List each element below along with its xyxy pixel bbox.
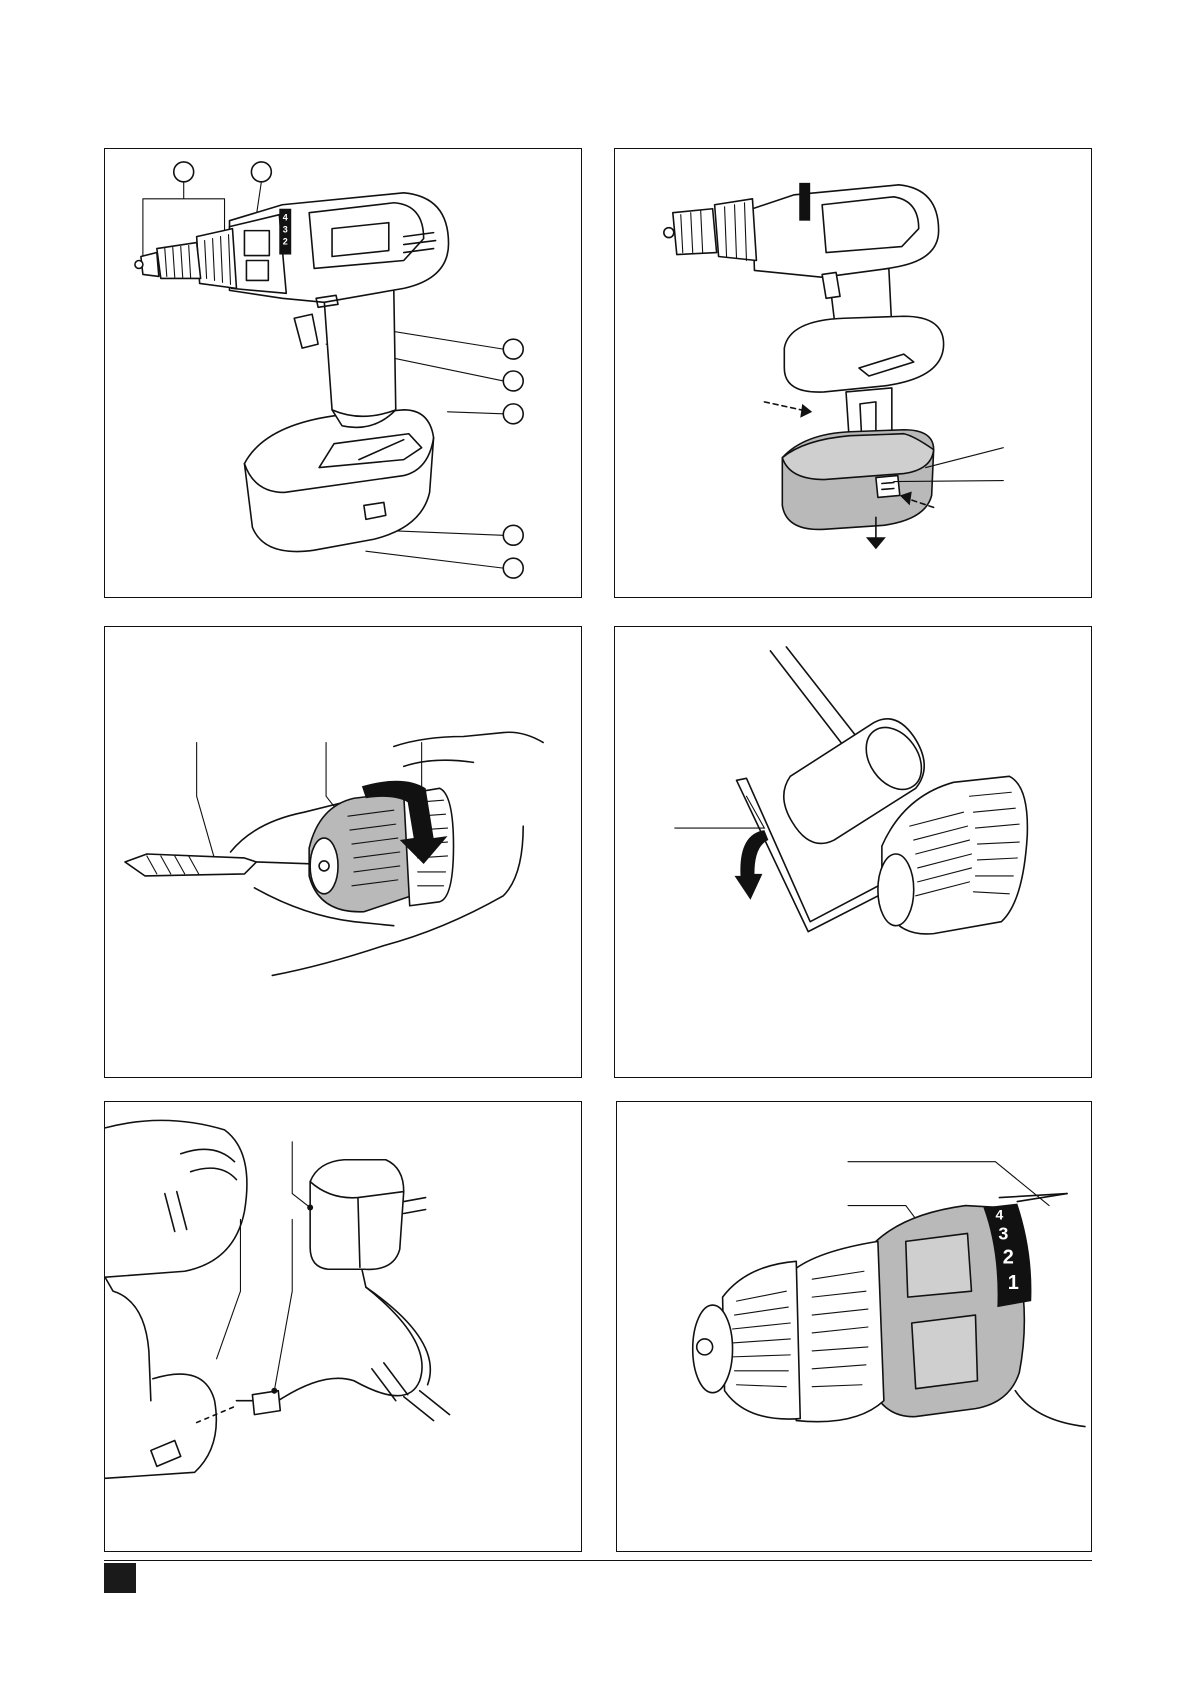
figure-panel-charger xyxy=(104,1101,582,1552)
dial-label: 2 xyxy=(1003,1246,1014,1268)
hex-key-illustration xyxy=(615,627,1091,1077)
callout-circle xyxy=(503,404,523,424)
figure-panel-drill-overview: 4 3 2 xyxy=(104,148,582,598)
dial-label: 2 xyxy=(283,237,288,247)
drill-overview-illustration: 4 3 2 xyxy=(105,149,581,597)
callout-circle xyxy=(503,339,523,359)
dial-label: 3 xyxy=(283,225,288,235)
callout-circle xyxy=(503,558,523,578)
callout-circle xyxy=(503,525,523,545)
insert-bit-illustration xyxy=(105,627,581,1077)
dial-label: 3 xyxy=(998,1223,1008,1243)
torque-dial-illustration: 1 2 3 4 xyxy=(617,1102,1091,1551)
footer-rule xyxy=(104,1560,1092,1561)
figure-panel-hex-key xyxy=(614,626,1092,1078)
dial-label: 1 xyxy=(1008,1272,1019,1294)
figure-panel-insert-bit xyxy=(104,626,582,1078)
page-marker xyxy=(104,1563,136,1593)
battery-removal-illustration xyxy=(615,149,1091,597)
callout-circle xyxy=(174,162,194,182)
callout-circle xyxy=(251,162,271,182)
figure-panel-battery-removal xyxy=(614,148,1092,598)
dial-label: 4 xyxy=(283,213,288,223)
dial-label: 4 xyxy=(995,1206,1003,1222)
callout-circle xyxy=(503,371,523,391)
charger-illustration xyxy=(105,1102,581,1551)
figure-panel-torque-dial: 1 2 3 4 xyxy=(616,1101,1092,1552)
